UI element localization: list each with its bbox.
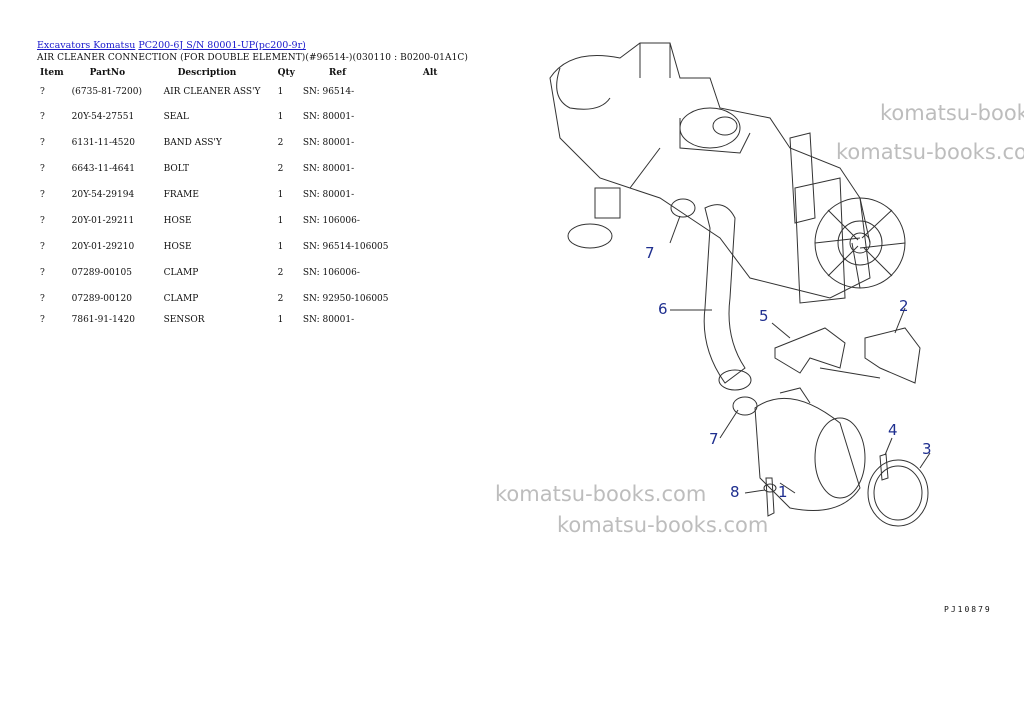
callout-7-upper: 7 xyxy=(645,244,655,262)
cell-description: HOSE xyxy=(163,216,192,226)
breadcrumb-link-excavators[interactable]: Excavators Komatsu xyxy=(37,40,136,51)
cell-partno: 7861-91-1420 xyxy=(71,315,135,325)
cell-qty: 2 xyxy=(277,294,284,304)
cell-item: ? xyxy=(40,216,45,226)
page-subtitle: AIR CLEANER CONNECTION (FOR DOUBLE ELEME… xyxy=(37,53,469,63)
cell-alt xyxy=(423,286,442,312)
cell-ref: SN: 80001- xyxy=(302,112,355,122)
cell-alt xyxy=(423,208,442,234)
cell-ref: SN: 80001- xyxy=(302,190,355,200)
table-row: ? 20Y-01-29210 HOSE 1 SN: 96514-106005 xyxy=(36,234,441,260)
cell-ref: SN: 80001- xyxy=(302,315,355,325)
cell-partno: 20Y-54-29194 xyxy=(71,190,135,200)
cell-partno: 6643-11-4641 xyxy=(71,164,135,174)
breadcrumb-link-model[interactable]: PC200-6J S/N 80001-UP(pc200-9r) xyxy=(138,40,306,51)
cell-item: ? xyxy=(40,315,45,325)
table-header-row: Item PartNo Description Qty Ref Alt xyxy=(36,66,441,79)
cell-ref: SN: 96514- xyxy=(302,86,355,97)
callout-3: 3 xyxy=(922,440,932,458)
cell-item: ? xyxy=(40,294,45,304)
header-partno: PartNo xyxy=(89,67,126,78)
cell-partno: 20Y-54-27551 xyxy=(71,112,135,122)
cell-alt xyxy=(423,234,442,260)
cell-qty: 1 xyxy=(277,242,284,252)
cell-description: SENSOR xyxy=(163,315,205,325)
cell-partno: 07289-00120 xyxy=(71,294,132,304)
cell-description: HOSE xyxy=(163,242,192,252)
cell-ref: SN: 80001- xyxy=(302,164,355,174)
parts-table: Item PartNo Description Qty Ref Alt ? (67… xyxy=(36,66,441,328)
cell-description: CLAMP xyxy=(163,294,199,304)
header-ref: Ref xyxy=(328,67,346,78)
callout-6: 6 xyxy=(658,300,668,318)
cell-alt xyxy=(423,260,442,286)
exploded-view-drawing xyxy=(549,42,931,527)
cell-ref: SN: 96514-106005 xyxy=(302,242,389,252)
cell-qty: 1 xyxy=(277,216,284,226)
cell-description: SEAL xyxy=(163,112,189,122)
cell-item: ? xyxy=(40,164,45,174)
cell-partno: 6131-11-4520 xyxy=(71,138,135,148)
callout-5: 5 xyxy=(759,307,769,325)
table-row: ? 07289-00105 CLAMP 2 SN: 106006- xyxy=(36,260,441,286)
watermark-3: komatsu-books.com xyxy=(495,482,707,506)
cell-description: BAND ASS'Y xyxy=(163,138,222,148)
cell-qty: 2 xyxy=(277,138,284,148)
cell-description: AIR CLEANER ASS'Y xyxy=(163,86,261,97)
cell-ref: SN: 106006- xyxy=(302,268,360,278)
callout-1: 1 xyxy=(778,483,788,501)
table-row: ? 6643-11-4641 BOLT 2 SN: 80001- xyxy=(36,156,441,182)
watermark-2: komatsu-books.com xyxy=(836,140,1024,164)
cell-alt xyxy=(423,156,442,182)
watermark-4: komatsu-books.com xyxy=(557,513,769,537)
header-qty: Qty xyxy=(277,67,295,78)
cell-item: ? xyxy=(40,86,45,97)
table-row: ? (6735-81-7200) AIR CLEANER ASS'Y 1 SN: 965… xyxy=(36,79,441,104)
cell-ref: SN: 92950-106005 xyxy=(302,294,389,304)
header-description: Description xyxy=(177,67,237,78)
cell-partno: 20Y-01-29211 xyxy=(71,216,135,226)
callout-8: 8 xyxy=(730,483,740,501)
cell-qty: 1 xyxy=(277,190,284,200)
cell-alt xyxy=(423,79,442,104)
watermark-1: komatsu-books.com xyxy=(880,101,1024,125)
cell-item: ? xyxy=(40,138,45,148)
header-alt: Alt xyxy=(422,67,438,78)
cell-alt xyxy=(423,104,442,130)
cell-partno: 20Y-01-29210 xyxy=(71,242,135,252)
cell-qty: 1 xyxy=(277,112,284,122)
callout-2: 2 xyxy=(899,297,909,315)
header-item: Item xyxy=(40,67,64,78)
table-row: ? 20Y-01-29211 HOSE 1 SN: 106006- xyxy=(36,208,441,234)
callout-4: 4 xyxy=(888,421,898,439)
cell-partno: 07289-00105 xyxy=(71,268,132,278)
table-row: ? 7861-91-1420 SENSOR 1 SN: 80001- xyxy=(36,312,441,328)
table-row: ? 20Y-54-29194 FRAME 1 SN: 80001- xyxy=(36,182,441,208)
cell-qty: 2 xyxy=(277,164,284,174)
cell-qty: 1 xyxy=(277,86,284,97)
table-row: ? 6131-11-4520 BAND ASS'Y 2 SN: 80001- xyxy=(36,130,441,156)
cell-description: CLAMP xyxy=(163,268,199,278)
cell-description: BOLT xyxy=(163,164,190,174)
cell-description: FRAME xyxy=(163,190,199,200)
cell-item: ? xyxy=(40,112,45,122)
cell-item: ? xyxy=(40,190,45,200)
cell-ref: SN: 80001- xyxy=(302,138,355,148)
cell-alt xyxy=(423,130,442,156)
callout-7-lower: 7 xyxy=(709,430,719,448)
drawing-code: PJ10879 xyxy=(944,605,992,614)
breadcrumb: Excavators Komatsu PC200-6J S/N 80001-UP… xyxy=(37,40,306,51)
table-row: ? 07289-00120 CLAMP 2 SN: 92950-106005 xyxy=(36,286,441,312)
cell-partno: (6735-81-7200) xyxy=(71,86,142,97)
cell-ref: SN: 106006- xyxy=(302,216,360,226)
cell-alt xyxy=(423,182,442,208)
cell-item: ? xyxy=(40,242,45,252)
cell-qty: 2 xyxy=(277,268,284,278)
cell-item: ? xyxy=(40,268,45,278)
cell-qty: 1 xyxy=(277,315,284,325)
cell-alt xyxy=(423,312,442,328)
table-row: ? 20Y-54-27551 SEAL 1 SN: 80001- xyxy=(36,104,441,130)
